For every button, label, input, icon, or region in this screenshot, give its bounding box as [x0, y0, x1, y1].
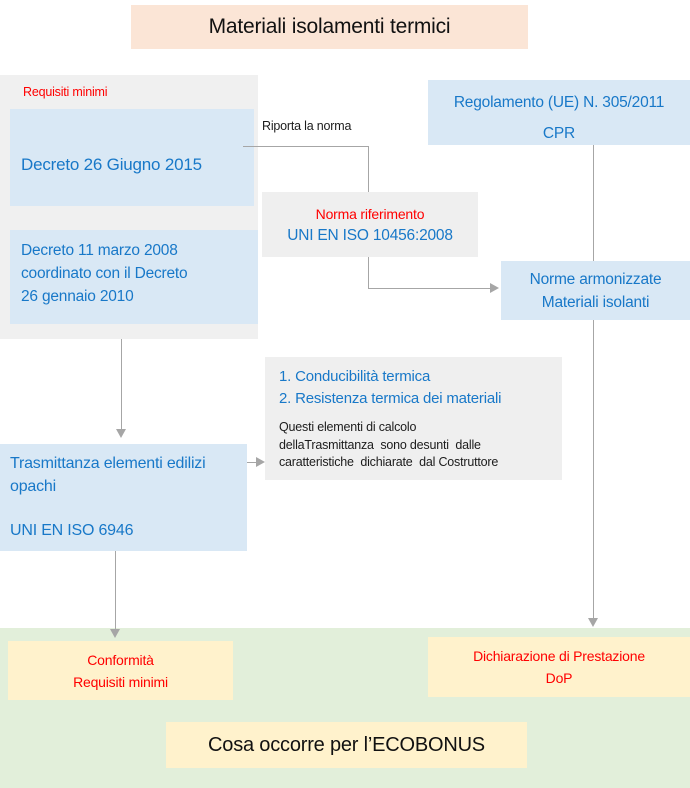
conducibilita-item: 1. Conducibilità termica [279, 368, 431, 385]
arrowhead-to-calcolo [256, 457, 265, 467]
requisiti-minimi-label: Requisiti minimi [23, 85, 108, 99]
norme-armonizzate-line2: Materiali isolanti [541, 294, 650, 311]
conformita-box: Conformità Requisiti minimi [8, 641, 233, 700]
requisiti-minimi-panel: Requisiti minimi Decreto 26 Giugno 2015 … [0, 75, 258, 339]
regolamento-cpr-line1: Regolamento (UE) N. 305/2011 [453, 94, 665, 111]
regolamento-cpr-line2: CPR [542, 125, 576, 142]
ecobonus-title-box: Cosa occorre per l’ECOBONUS [166, 722, 527, 768]
calcolo-note-line2: dellaTrasmittanza sono desunti dalle [279, 437, 481, 452]
conformita-line2: Requisiti minimi [73, 674, 168, 690]
arrowhead-to-dop [588, 618, 598, 627]
decreto-2015-box: Decreto 26 Giugno 2015 [10, 109, 254, 206]
connector-cpr-to-dop-vertical [593, 145, 594, 618]
dop-line1: Dichiarazione di Prestazione [473, 648, 645, 664]
norme-armonizzate-box: Norme armonizzate Materiali isolanti [501, 261, 690, 320]
riporta-la-norma-label: Riporta la norma [262, 119, 352, 133]
arrowhead-to-conformita [110, 629, 120, 638]
connector-panel-to-trasmittanza-vertical [121, 339, 122, 429]
dop-line2: DoP [545, 670, 573, 686]
connector-decreto-to-norma-horizontal [243, 146, 368, 147]
regolamento-cpr-box: Regolamento (UE) N. 305/2011 CPR [428, 80, 690, 145]
norma-riferimento-title: Norma riferimento [315, 206, 425, 222]
connector-trasmittanza-to-calcolo-horizontal [247, 462, 256, 463]
trasmittanza-standard: UNI EN ISO 6946 [10, 522, 134, 539]
ecobonus-title-text: Cosa occorre per l’ECOBONUS [208, 733, 485, 756]
norme-armonizzate-line1: Norme armonizzate [529, 271, 662, 288]
connector-norma-to-armonizzate-horizontal [368, 288, 490, 289]
elementi-calcolo-box: 1. Conducibilità termica 2. Resistenza t… [265, 357, 562, 480]
dichiarazione-dop-box: Dichiarazione di Prestazione DoP [428, 637, 690, 697]
calcolo-note-line3: caratteristiche dichiarate dal Costrutto… [279, 455, 499, 469]
connector-norma-elbow-vertical [368, 257, 369, 289]
trasmittanza-spacer [10, 498, 247, 519]
norma-riferimento-box: Norma riferimento UNI EN ISO 10456:2008 [262, 192, 478, 257]
trasmittanza-box: Trasmittanza elementi edilizi opachi UNI… [0, 444, 247, 551]
decreto-2008-box: Decreto 11 marzo 2008 coordinato con il … [10, 230, 258, 324]
page-title: Materiali isolamenti termici [131, 5, 528, 49]
connector-decreto-to-norma-vertical [368, 146, 369, 192]
connector-trasmittanza-to-conformita-vertical [115, 551, 116, 629]
decreto-2008-line3: 26 gennaio 2010 [21, 288, 134, 305]
conformita-line1: Conformità [87, 652, 154, 668]
trasmittanza-line1: Trasmittanza elementi edilizi [10, 455, 206, 472]
decreto-2008-line1: Decreto 11 marzo 2008 [21, 242, 178, 259]
decreto-2015-text: Decreto 26 Giugno 2015 [21, 154, 202, 174]
arrowhead-to-armonizzate [490, 283, 499, 293]
resistenza-item: 2. Resistenza termica dei materiali [279, 390, 502, 407]
calcolo-note-line1: Questi elementi di calcolo [279, 420, 417, 434]
norma-riferimento-standard: UNI EN ISO 10456:2008 [287, 227, 453, 244]
arrowhead-to-trasmittanza [116, 429, 126, 438]
page-title-text: Materiali isolamenti termici [208, 15, 451, 38]
decreto-2008-line2: coordinato con il Decreto [21, 265, 188, 282]
trasmittanza-line2: opachi [10, 478, 56, 495]
